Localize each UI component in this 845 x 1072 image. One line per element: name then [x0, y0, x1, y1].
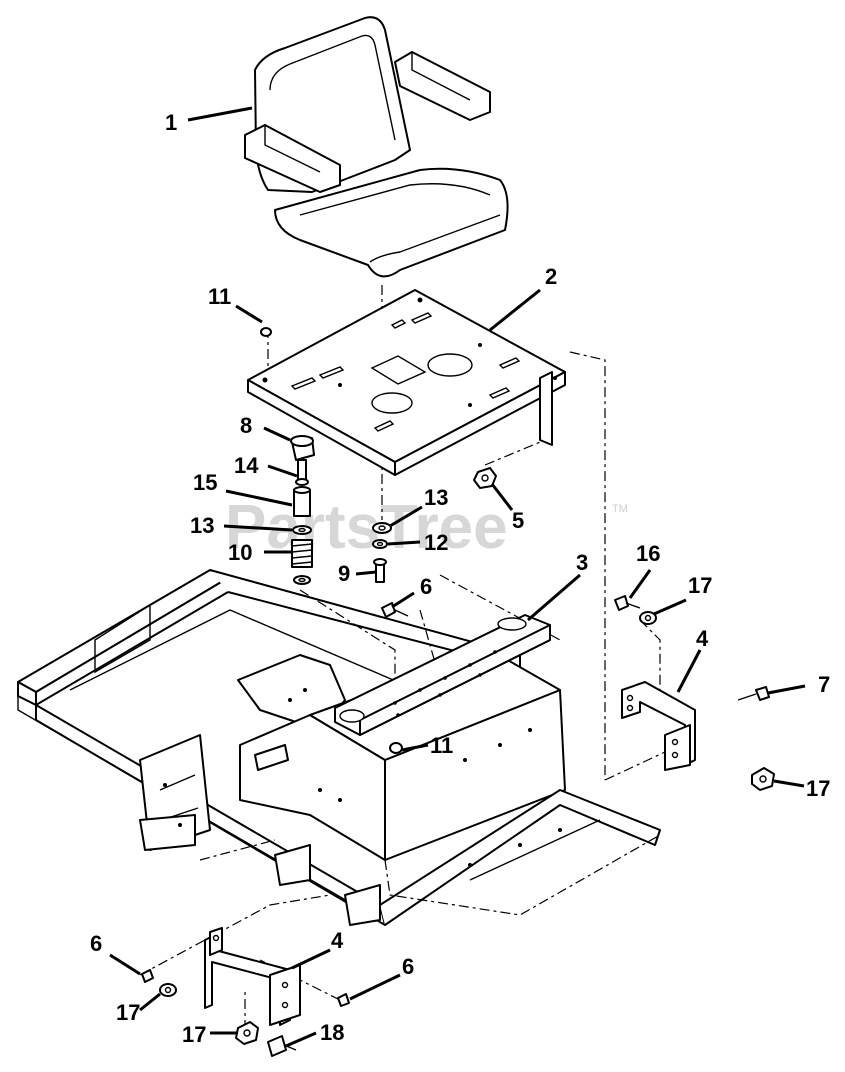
callout-14[interactable]: 14	[234, 453, 259, 478]
bumper-part-8[interactable]	[290, 435, 315, 461]
centerline-right	[569, 351, 606, 780]
nut-part-17-right-top[interactable]	[639, 611, 657, 625]
washer-part-13-center[interactable]	[372, 522, 392, 534]
callout-17-right-bottom[interactable]: 17	[806, 776, 830, 801]
bolt-part-6-lower-right[interactable]	[337, 993, 350, 1007]
leader-lines	[109, 106, 806, 1048]
callout-1[interactable]: 1	[165, 110, 177, 135]
callout-17-lower-bottom[interactable]: 17	[182, 1022, 206, 1047]
centerline-16	[639, 619, 661, 690]
spacer-part-15[interactable]	[293, 486, 311, 517]
callout-17-lower-left[interactable]: 17	[116, 1000, 140, 1025]
callout-15[interactable]: 15	[193, 470, 217, 495]
bracket-part-4-right[interactable]	[621, 681, 696, 771]
callout-6-lower-left[interactable]: 6	[90, 931, 102, 956]
callout-6-lower-right[interactable]: 6	[402, 954, 414, 979]
callout-9[interactable]: 9	[338, 561, 350, 586]
washer-part-13-bottom[interactable]	[293, 575, 311, 585]
seat-rail-part-3[interactable]	[334, 614, 551, 736]
seat-plate-part-2[interactable]	[247, 289, 566, 476]
callout-11-lower[interactable]: 11	[430, 733, 453, 758]
centerline-5	[484, 439, 546, 466]
callout-2[interactable]: 2	[545, 264, 557, 289]
watermark-tm: TM	[612, 503, 628, 515]
washer-part-13-left[interactable]	[292, 525, 312, 535]
centerline-spring	[299, 589, 396, 690]
nut-part-17-right-bottom[interactable]	[751, 767, 775, 791]
callout-3[interactable]: 3	[576, 550, 588, 575]
callout-4-right[interactable]: 4	[696, 626, 709, 651]
bolt-part-18[interactable]	[267, 1035, 297, 1057]
bolt-part-16[interactable]	[614, 595, 641, 611]
bolt-part-9[interactable]	[373, 558, 387, 583]
chassis-frame	[17, 569, 661, 926]
callout-labels: 1 2 3 4 4 5 6 6 6 7 8 9 10 11 11 12 13 1…	[90, 110, 830, 1047]
callout-10[interactable]: 10	[228, 540, 252, 565]
seat-rail-holes	[393, 650, 497, 717]
bolt-part-6-lower-left[interactable]	[141, 969, 154, 983]
bracket-part-4-lower[interactable]	[204, 927, 301, 1026]
callout-11-top[interactable]: 11	[208, 284, 231, 309]
centerline-lower	[139, 839, 341, 1030]
lockwasher-part-12[interactable]	[372, 539, 388, 549]
callout-16[interactable]: 16	[636, 541, 660, 566]
nut-part-17-lower-bottom[interactable]	[235, 1021, 259, 1045]
bolt-part-14[interactable]	[295, 459, 309, 486]
callout-17-right-top[interactable]: 17	[688, 573, 712, 598]
callout-12[interactable]: 12	[424, 530, 448, 555]
nut-part-11-top[interactable]	[260, 327, 272, 337]
callout-13-left[interactable]: 13	[190, 513, 214, 538]
bolt-part-7[interactable]	[737, 686, 770, 701]
seat-plate-slots	[262, 297, 557, 432]
nut-part-17-lower-left[interactable]	[159, 983, 177, 997]
callout-18[interactable]: 18	[320, 1020, 344, 1045]
spring-part-10[interactable]	[291, 539, 313, 568]
callout-7[interactable]: 7	[818, 672, 830, 697]
callout-13-center[interactable]: 13	[424, 485, 448, 510]
nut-part-11-lower[interactable]	[389, 742, 403, 754]
centerline-6	[419, 609, 441, 681]
frame-holes	[163, 688, 562, 867]
callout-4-lower[interactable]: 4	[331, 928, 344, 953]
callout-6-middle[interactable]: 6	[420, 574, 432, 599]
callout-8[interactable]: 8	[240, 413, 252, 438]
seat-part-1[interactable]	[244, 16, 509, 278]
callout-5[interactable]: 5	[512, 508, 524, 533]
